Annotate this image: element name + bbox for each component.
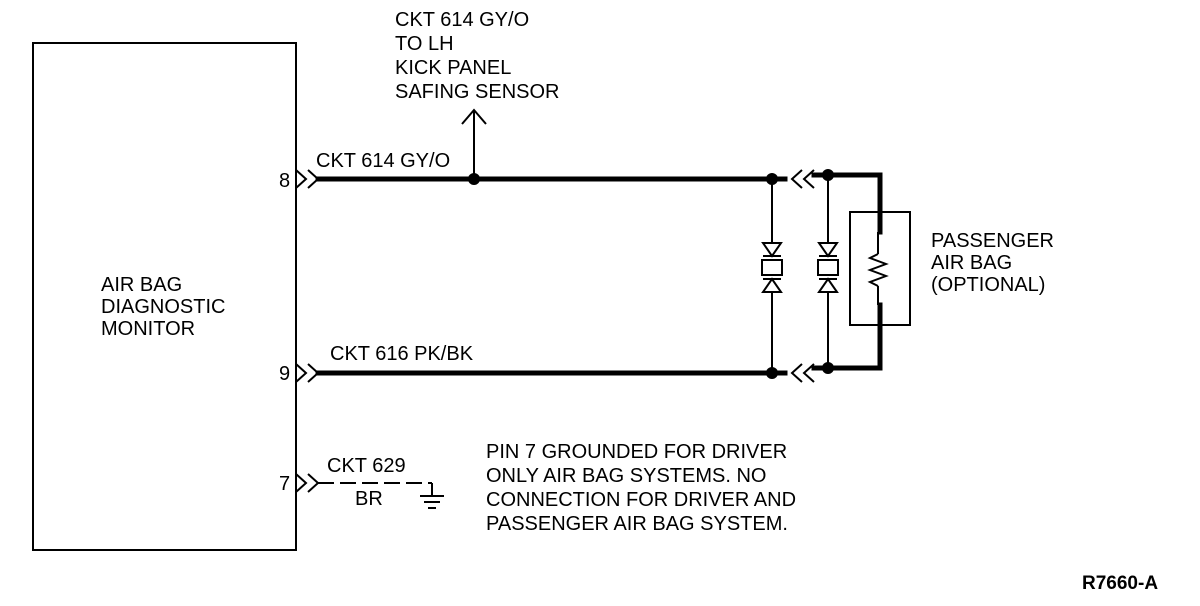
pin7-note-line-2: ONLY AIR BAG SYSTEMS. NO [486,465,766,487]
pin-7-label: 7 [279,473,290,495]
pin-9-label: 9 [279,363,290,385]
arrow-up-icon [461,108,487,125]
passenger-airbag-label-2: AIR BAG [931,252,1012,274]
figure-id: R7660-A [1082,573,1158,594]
connector-bottom-icon [790,363,815,383]
ckt-629-color-label: BR [355,488,383,510]
ckt-629-label: CKT 629 [327,455,406,477]
monitor-label-line-3: MONITOR [101,318,195,340]
monitor-label-line-2: DIAGNOSTIC [101,296,225,318]
connector-top-icon [790,169,815,189]
safing-note-line-3: KICK PANEL [395,57,511,79]
safing-note-line-2: TO LH [395,33,454,55]
pin7-note-line-4: PASSENGER AIR BAG SYSTEM. [486,513,788,535]
pin-8-connector-icon [295,169,320,189]
diagnostic-monitor-box [32,42,297,551]
pin7-note-line-3: CONNECTION FOR DRIVER AND [486,489,796,511]
ckt-616-wire-label: CKT 616 PK/BK [330,343,474,365]
pin-7-connector-icon [295,473,320,493]
pin-8-label: 8 [279,170,290,192]
resistor-icon [867,253,889,287]
shorting-bar-1-icon [761,179,783,373]
pin-9-connector-icon [295,363,320,383]
passenger-airbag-label-1: PASSENGER [931,230,1054,252]
ground-icon [420,483,444,509]
shorting-bar-2-icon [817,175,839,368]
safing-note-line-1: CKT 614 GY/O [395,9,529,31]
pin7-note-line-1: PIN 7 GROUNDED FOR DRIVER [486,441,787,463]
safing-note-line-4: SAFING SENSOR [395,81,559,103]
ckt-614-wire-label: CKT 614 GY/O [316,150,450,172]
passenger-airbag-label-3: (OPTIONAL) [931,274,1045,296]
monitor-label-line-1: AIR BAG [101,274,182,296]
